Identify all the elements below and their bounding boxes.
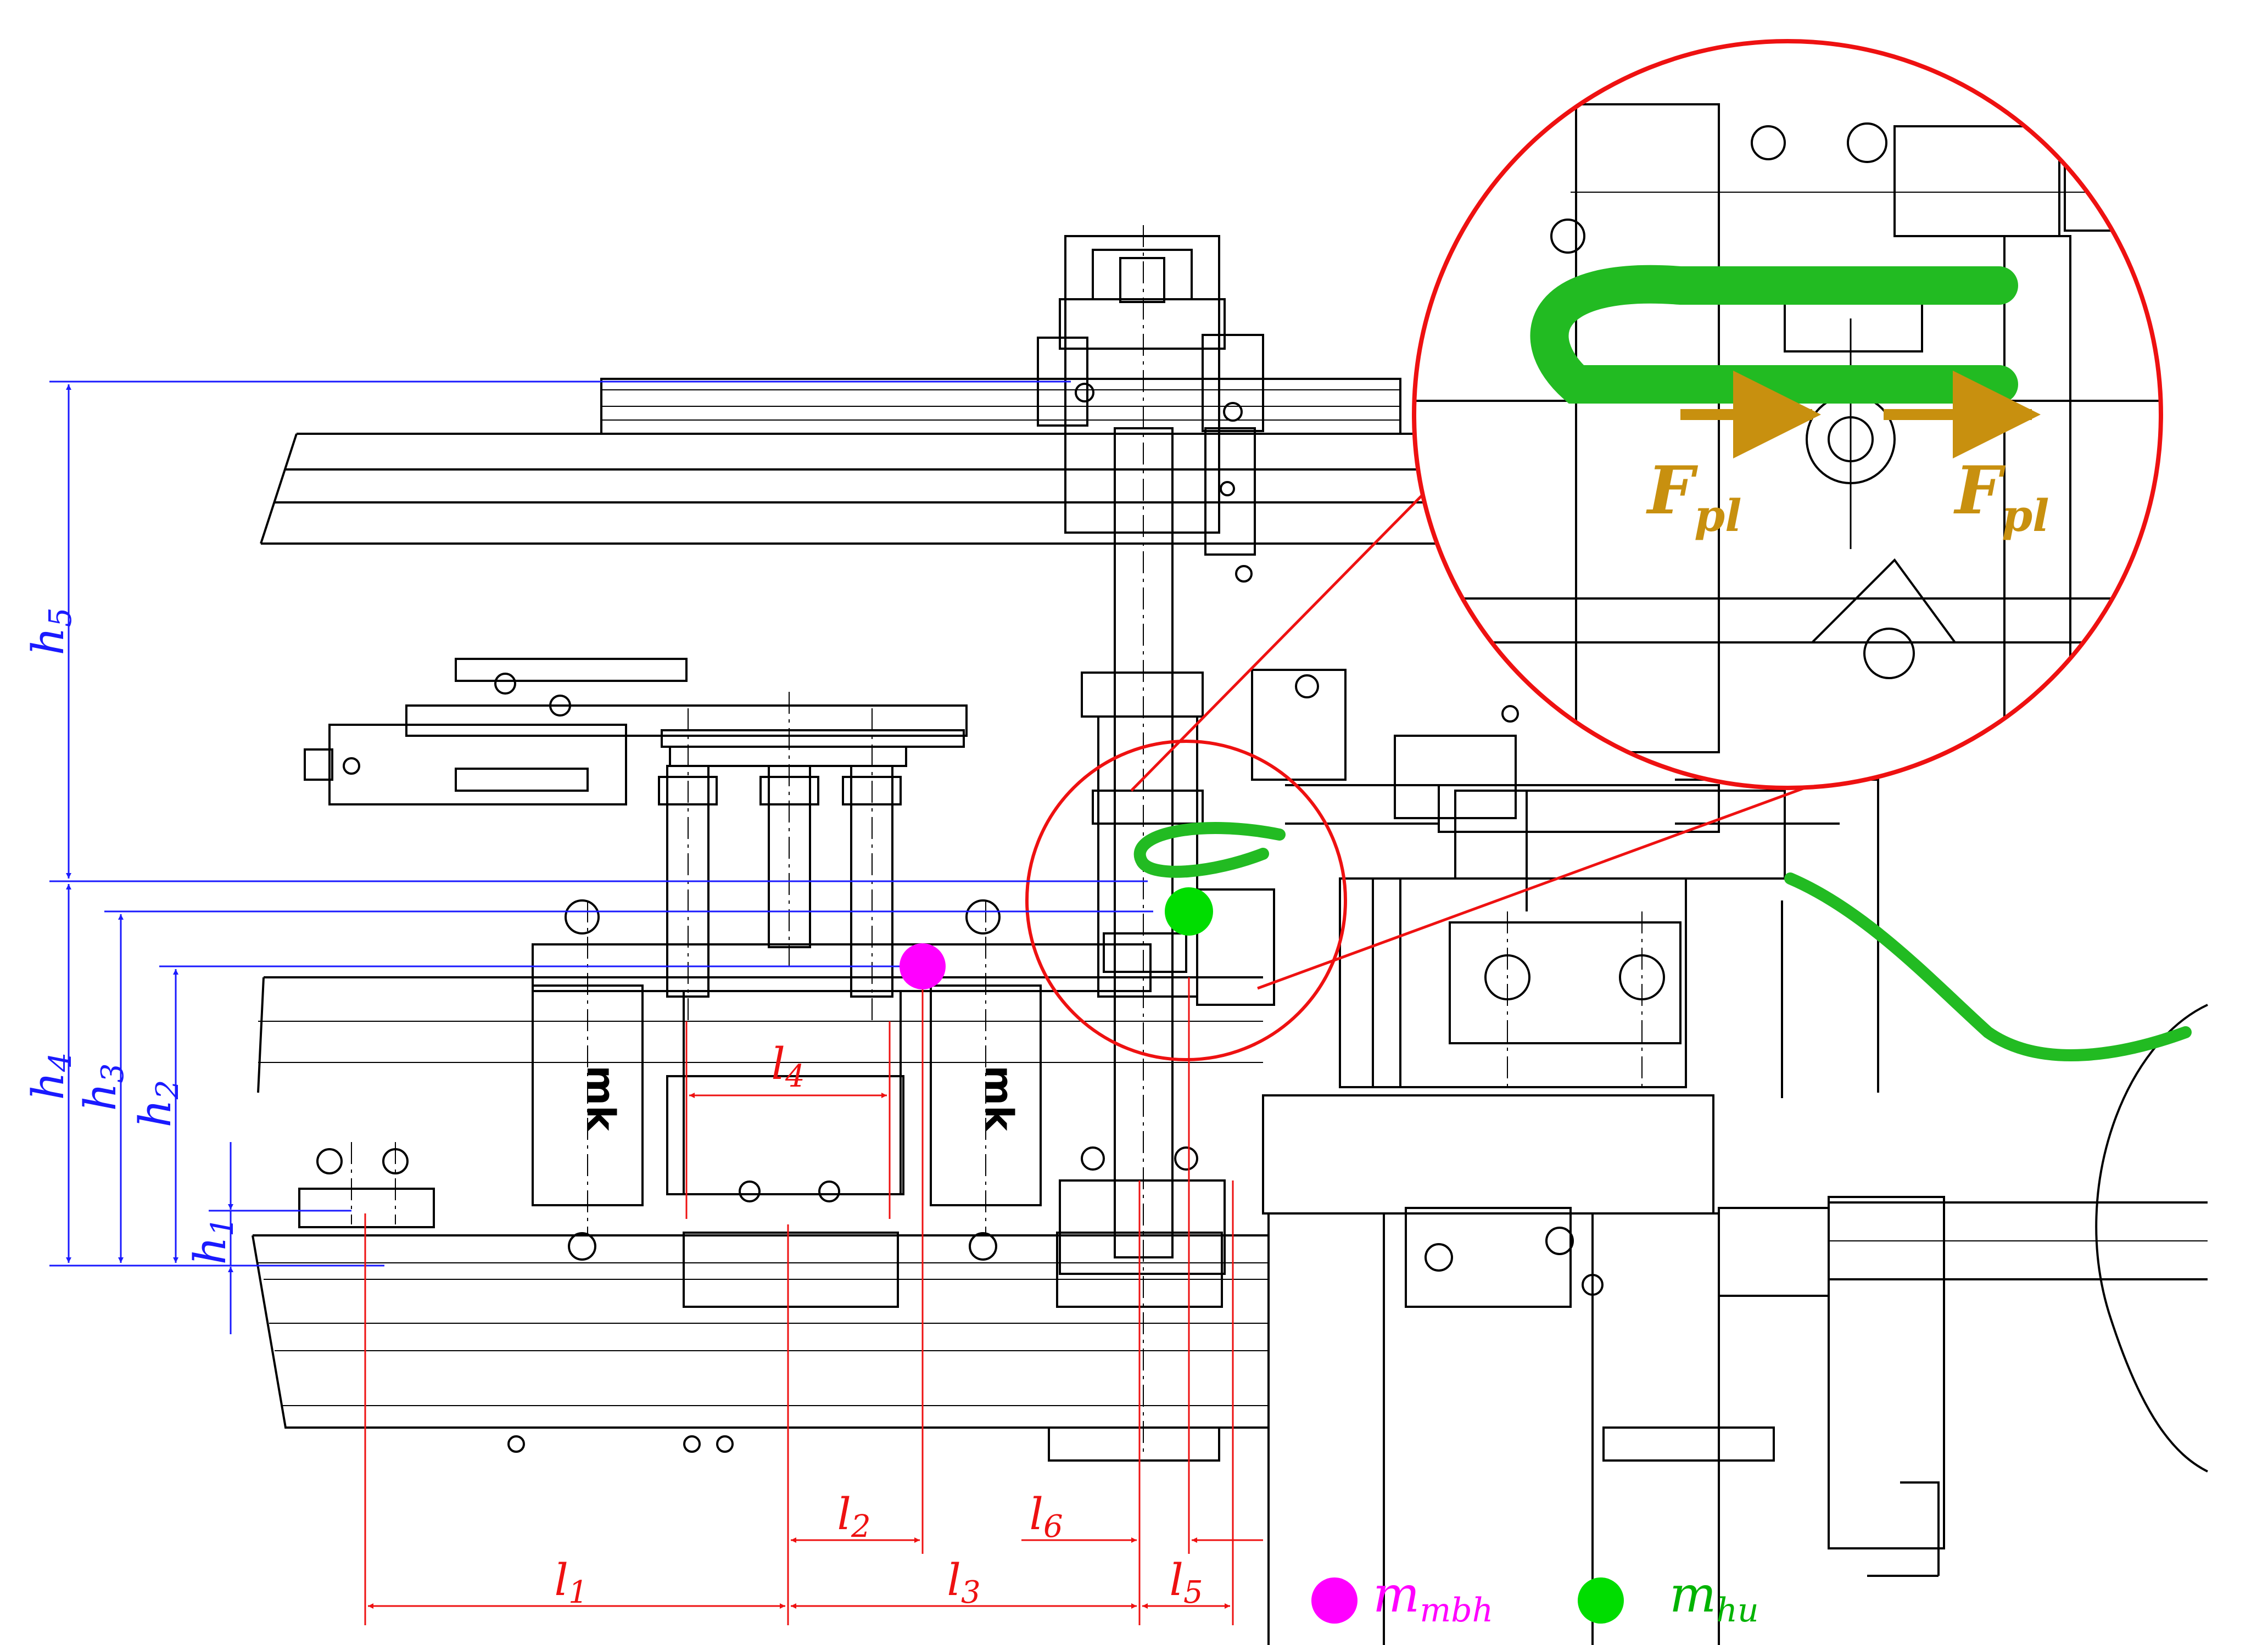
right-frame <box>1048 735 2208 1645</box>
force-label-right: Fpl <box>1953 452 2049 541</box>
dim-l2: l2 <box>837 1489 870 1545</box>
vertical-dimensions <box>49 381 1153 1334</box>
horizontal-dimensions <box>364 966 1263 1625</box>
dim-l1: l1 <box>554 1554 588 1610</box>
legend-label-hu: mhu <box>1669 1566 1759 1630</box>
dim-h5: h5 <box>23 607 79 655</box>
mass-point-mbh <box>900 943 946 989</box>
cylinder <box>1285 784 1439 825</box>
legend-swatch-mbh <box>1311 1577 1358 1624</box>
dim-l5: l5 <box>1169 1554 1203 1610</box>
center-lines <box>351 225 1643 1455</box>
legend: mmbh mhu <box>1311 1566 1759 1630</box>
dim-l6: l6 <box>1029 1489 1063 1545</box>
hose <box>1133 822 2192 1061</box>
logo-mk-left: mk <box>578 1065 623 1132</box>
dim-l4: l4 <box>771 1038 805 1094</box>
center-column <box>1059 672 1226 1275</box>
upper-rail <box>260 378 1455 545</box>
dim-h2: h2 <box>130 1079 186 1127</box>
detail-hose <box>1530 265 2018 404</box>
vertical-dimension-labels: h5 h4 h3 h2 h1 <box>23 607 241 1264</box>
detail-source-circle <box>1025 740 1347 1061</box>
dim-h4: h4 <box>23 1052 79 1100</box>
break-line <box>2095 1004 2208 1473</box>
lower-rail <box>252 976 1269 1453</box>
detail-circle <box>1412 39 2163 790</box>
dim-h1: h1 <box>185 1217 241 1264</box>
actuator-cylinder <box>1438 784 1720 833</box>
logo-mk-right: mk <box>976 1065 1021 1132</box>
dim-l3: l3 <box>947 1554 980 1610</box>
belt-arm <box>304 658 968 805</box>
legend-swatch-hu <box>1578 1577 1624 1624</box>
detail-inset: Fpl Fpl <box>1025 39 2163 1061</box>
legend-label-mbh: mmbh <box>1373 1566 1493 1630</box>
dim-h3: h3 <box>75 1063 131 1111</box>
force-label-left: Fpl <box>1646 452 1742 541</box>
horizontal-dimension-labels: l1 l3 l5 l2 l6 l4 <box>554 1038 1203 1610</box>
mass-point-hu <box>1165 887 1213 936</box>
carriage <box>298 899 1223 1308</box>
